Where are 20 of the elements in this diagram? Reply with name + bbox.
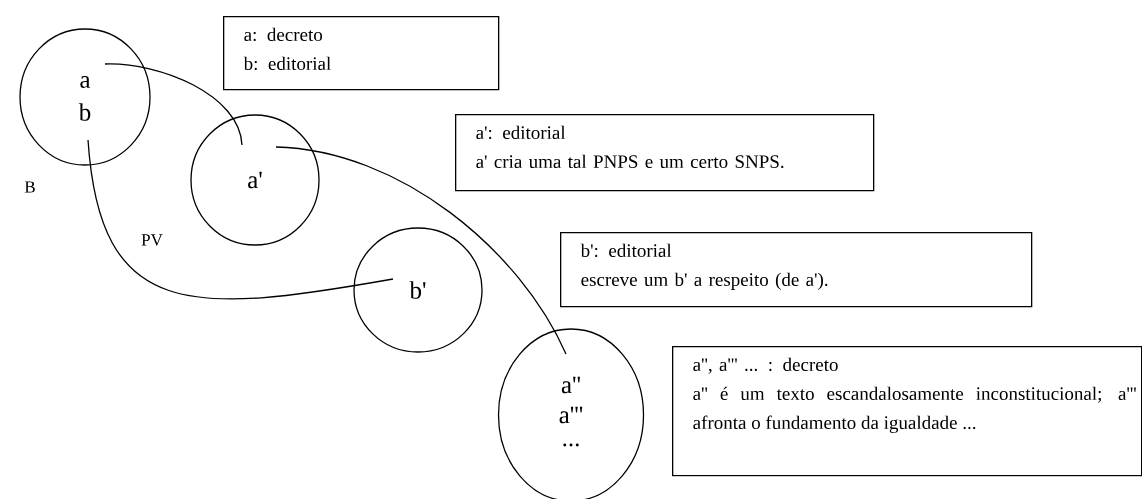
circle-label: a — [80, 76, 91, 88]
note-text: escreve um b' a respeito (de a'). — [581, 272, 828, 290]
note-text: a: decreto — [244, 27, 323, 42]
connector-curve — [104, 63, 243, 146]
circle-label: a''' — [559, 406, 583, 424]
note-text: b: editorial — [243, 56, 331, 71]
note-text: a': editorial — [476, 125, 566, 140]
note-text: a'', a''' ... : decreto — [693, 357, 838, 374]
note-text: a'' é um texto escandalosamente inconstitucional; a''' afronta o fundamento da igualdade ... — [693, 386, 1136, 433]
region-label: PV — [141, 234, 163, 246]
note-text: b': editorial — [580, 243, 672, 258]
circle-label: b' — [409, 281, 426, 299]
region-label: B — [24, 181, 35, 193]
connector-curve — [275, 146, 567, 355]
connector-curve — [87, 139, 394, 300]
note-text: a' cria uma tal PNPS e um certo SNPS. — [476, 154, 784, 169]
circle-label: a' — [248, 171, 262, 189]
circle-label: b — [78, 103, 91, 121]
circle-label: a'' — [561, 376, 580, 394]
circle-label: ... — [563, 443, 579, 447]
